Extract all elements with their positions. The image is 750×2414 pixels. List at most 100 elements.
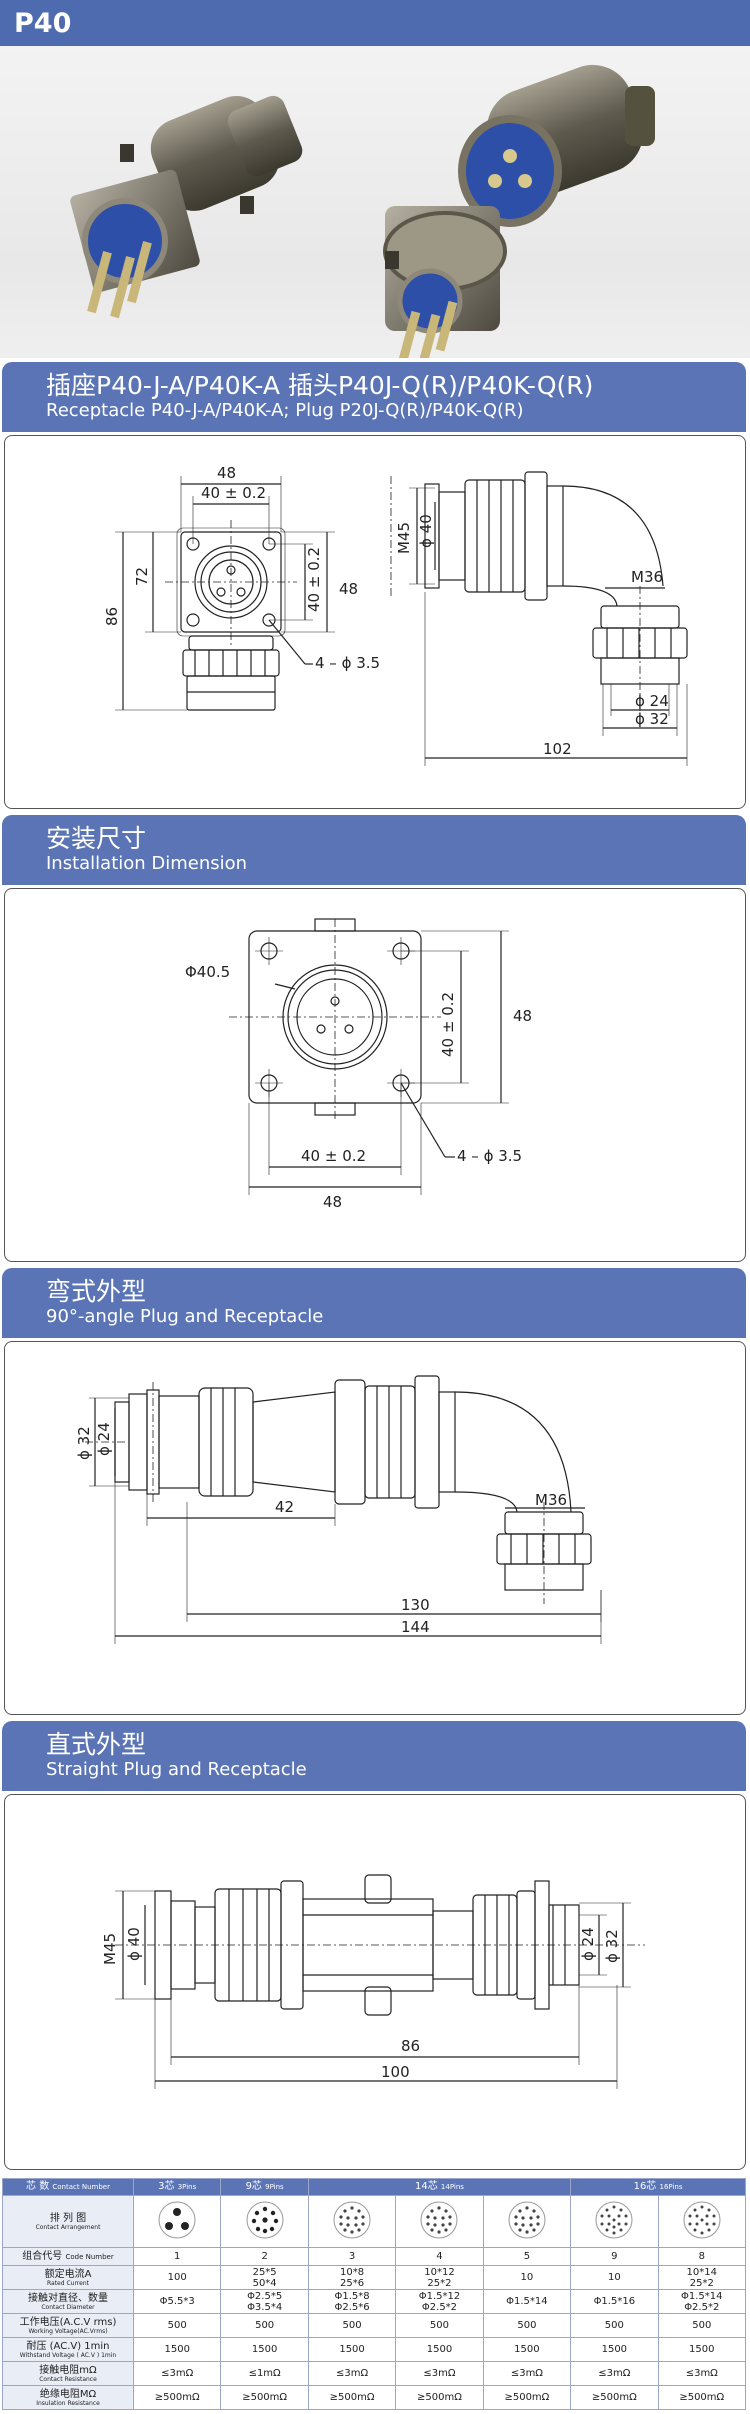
table-cell: 500 [395, 2313, 484, 2338]
dim-phi24: ϕ 24 [95, 1422, 113, 1456]
header-14pins: 14芯 14Pins [307, 2178, 572, 2196]
table-cell: Φ2.5*5 Φ3.5*4 [220, 2289, 309, 2314]
dim-86: 86 [103, 607, 121, 626]
product-photo [0, 46, 750, 358]
dim-holes: 4 – ϕ 3.5 [457, 1147, 522, 1165]
section-header-receptacle-plug: 插座P40-J-A/P40K-A 插头P40J-Q(R)/P40K-Q(R) R… [2, 362, 746, 432]
dim-86: 86 [401, 2037, 420, 2055]
arrangement-16pin-icon [570, 2195, 659, 2248]
dim-48: 48 [217, 464, 236, 482]
table-cell: 1 [132, 2247, 222, 2266]
drawing-panel-angle: ϕ 32 ϕ 24 M36 42 130 144 [4, 1341, 746, 1715]
table-cell: 10 [482, 2265, 572, 2290]
dim-48-vert: 48 [339, 580, 358, 598]
dim-40-horiz: 40 ± 0.2 [301, 1147, 366, 1165]
table-cell: 3 [307, 2247, 397, 2266]
section-title-zh: 弯式外型 [46, 1277, 147, 1306]
section-title-en: Straight Plug and Receptacle [46, 1759, 307, 1780]
table-cell: Φ1.5*14 Φ2.5*2 [657, 2289, 747, 2314]
table-cell: 9 [570, 2247, 659, 2266]
table-cell: ≤3mΩ [395, 2361, 484, 2386]
arrangement-16pin-icon [657, 2195, 747, 2248]
dim-48-vert: 48 [513, 1007, 532, 1025]
table-cell: ≥500mΩ [657, 2385, 747, 2410]
dim-phi24: ϕ 24 [579, 1927, 597, 1961]
table-cell: 500 [482, 2313, 572, 2338]
section-title-en: Installation Dimension [46, 853, 248, 874]
angle-plug-drawing: ϕ 32 ϕ 24 M36 42 130 144 [75, 1375, 602, 1644]
header-16pins: 16芯 16Pins [570, 2178, 746, 2196]
installation-drawing: Φ40.5 40 ± 0.2 48 40 ± 0.2 48 4 – ϕ 3.5 [185, 918, 532, 1211]
table-cell: 500 [570, 2313, 659, 2338]
table-header-row: 芯 数 Contact Number 3芯 3Pins 9芯 9Pins 14芯… [2, 2178, 746, 2196]
table-cell: 10*14 25*2 [657, 2265, 747, 2290]
section-title-en: Receptacle P40-J-A/P40K-A; Plug P20J-Q(R… [46, 400, 524, 421]
section-header-straight: 直式外型 Straight Plug and Receptacle [2, 1721, 746, 1791]
table-cell: ≥500mΩ [395, 2385, 484, 2410]
header-9pins: 9芯 9Pins [220, 2178, 309, 2196]
arrangement-9pin-icon [220, 2195, 309, 2248]
header-label: 芯 数 Contact Number [2, 2178, 134, 2196]
dim-42: 42 [275, 1498, 294, 1516]
arrangement-3pin-icon [132, 2195, 222, 2248]
dim-phi32: ϕ 32 [603, 1929, 621, 1963]
drawing-panel-straight: M45 ϕ 40 ϕ 24 ϕ 32 86 100 [4, 1794, 746, 2170]
table-cell: ≤3mΩ [307, 2361, 397, 2386]
receptacle-plug-drawing: 48 40 ± 0.2 86 72 40 ± 0.2 48 4 – ϕ 3.5 … [103, 464, 688, 766]
table-cell: 1500 [132, 2337, 222, 2362]
table-row-voltage: 工作电压(A.C.V rms)Working Voltage(AC.Vrms) … [2, 2313, 747, 2338]
table-cell: 500 [220, 2313, 309, 2338]
dim-m45: M45 [101, 1933, 119, 1965]
table-cell: ≤3mΩ [657, 2361, 747, 2386]
dim-m36: M36 [631, 568, 663, 586]
section-title-zh: 直式外型 [46, 1730, 147, 1759]
table-cell: ≥500mΩ [307, 2385, 397, 2410]
table-cell: ≥500mΩ [220, 2385, 309, 2410]
table-cell: ≥500mΩ [132, 2385, 222, 2410]
table-cell: Φ5.5*3 [132, 2289, 222, 2314]
dim-40-tol: 40 ± 0.2 [201, 484, 266, 502]
dim-phi40: ϕ 40 [125, 1927, 143, 1961]
table-cell: 1500 [570, 2337, 659, 2362]
table-cell: 1500 [307, 2337, 397, 2362]
table-cell: ≤3mΩ [570, 2361, 659, 2386]
straight-plug-drawing: M45 ϕ 40 ϕ 24 ϕ 32 86 100 [101, 1874, 645, 2089]
table-cell: ≤3mΩ [482, 2361, 572, 2386]
table-row-code: 组合代号 Code Number 1 2 3 4 5 9 8 [2, 2247, 747, 2266]
table-cell: 8 [657, 2247, 747, 2266]
title-bar: P40 [0, 0, 750, 46]
section-header-angle: 弯式外型 90°-angle Plug and Receptacle [2, 1268, 746, 1338]
dim-phi32: ϕ 32 [635, 710, 669, 728]
arrangement-14pin-icon [395, 2195, 484, 2248]
section-title-zh: 安装尺寸 [46, 824, 147, 853]
table-cell: 500 [132, 2313, 222, 2338]
table-cell: 4 [395, 2247, 484, 2266]
table-cell: 25*5 50*4 [220, 2265, 309, 2290]
connector-photo-illustration [70, 64, 655, 358]
dim-72: 72 [133, 567, 151, 586]
dim-144: 144 [401, 1618, 430, 1636]
table-cell: 100 [132, 2265, 222, 2290]
arrangement-14pin-icon [307, 2195, 397, 2248]
dim-phi40-5: Φ40.5 [185, 963, 230, 981]
table-cell: 500 [307, 2313, 397, 2338]
spec-table: 芯 数 Contact Number 3芯 3Pins 9芯 9Pins 14芯… [2, 2178, 747, 2410]
table-cell: 2 [220, 2247, 309, 2266]
dim-m45: M45 [395, 522, 413, 554]
dim-phi40: ϕ 40 [417, 514, 435, 548]
table-cell: ≤3mΩ [132, 2361, 222, 2386]
arrangement-14pin-icon [482, 2195, 572, 2248]
header-3pins: 3芯 3Pins [132, 2178, 222, 2196]
dim-100: 100 [381, 2063, 410, 2081]
right-connector [383, 64, 655, 358]
table-cell: 10*8 25*6 [307, 2265, 397, 2290]
dim-40-vert: 40 ± 0.2 [439, 992, 457, 1057]
